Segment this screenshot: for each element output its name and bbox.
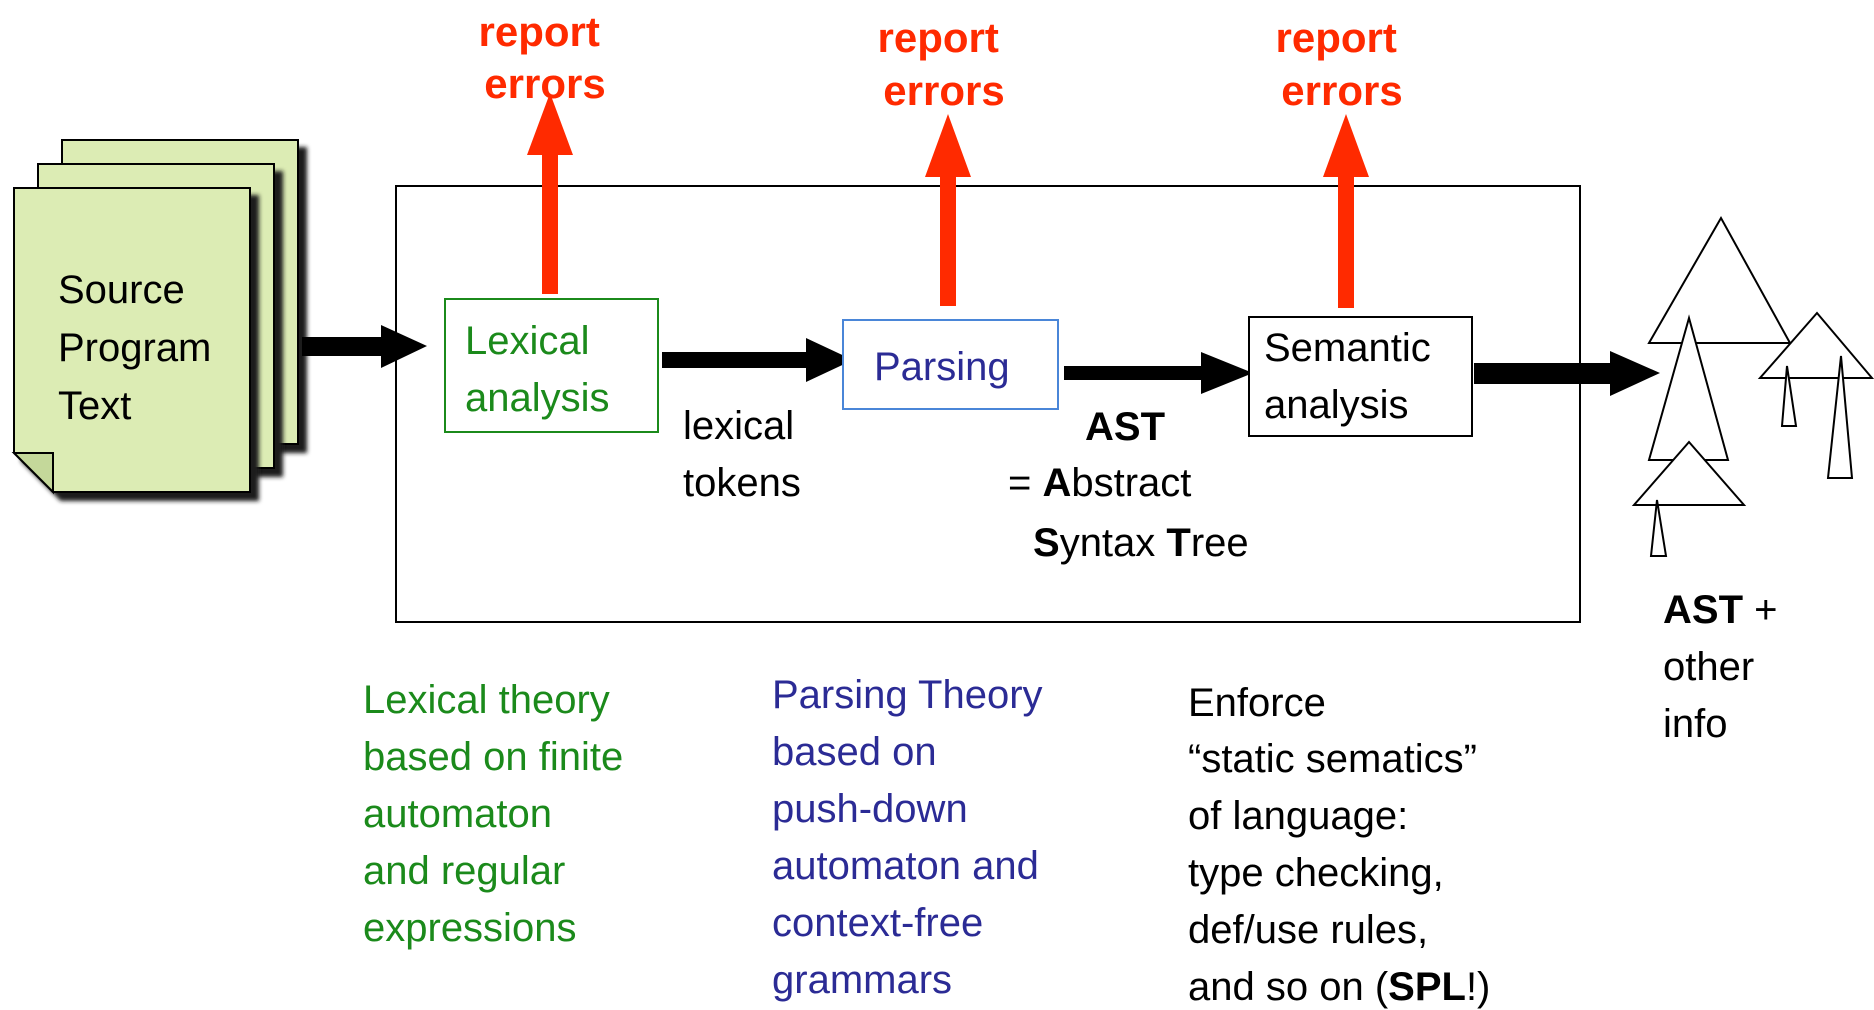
svg-text:AST: AST	[1085, 405, 1165, 449]
tree-bottom-trunk	[1649, 499, 1668, 557]
source-document-stack: Source Program Text	[11, 139, 299, 495]
page-dog-ear	[11, 452, 54, 495]
arrow-source-to-lexical	[302, 325, 427, 368]
error-arrow-lexical	[527, 93, 573, 294]
tree-bottom	[1631, 440, 1747, 506]
lexical-analysis-box	[444, 298, 659, 433]
stage-lexical-analysis: Lexical analysis	[444, 298, 659, 433]
svg-text:Lexical analysis: Lexical analysis	[465, 319, 610, 420]
error-arrow-semantic	[1323, 114, 1369, 308]
lexical-analysis-label-line1: Lexical	[465, 319, 590, 363]
lexical-analysis-label-line2: analysis	[465, 376, 610, 420]
parsing-theory-description: Parsing Theory based on push-down automa…	[772, 673, 1054, 1002]
stage-semantic-analysis: Semantic analysis	[1248, 316, 1473, 437]
lexical-theory-description: Lexical theory based on finite automaton…	[363, 678, 634, 950]
svg-text:Semantic analysis: Semantic analysis	[1264, 326, 1442, 427]
flow-arrows	[302, 325, 1660, 396]
output-label: AST + other info	[1663, 588, 1789, 746]
page-front	[13, 187, 251, 493]
semantic-analysis-label-line1: Semantic	[1264, 326, 1431, 370]
arrow-lexical-to-parsing	[662, 338, 853, 382]
svg-text:= Abstract: = Abstract	[1008, 461, 1191, 505]
ast-definition-label: AST = Abstract Syntax Tree	[1008, 405, 1249, 565]
semantic-description: Enforce “static sematics” of language: t…	[1188, 681, 1490, 1009]
tree-right	[1757, 311, 1874, 379]
tree-small-trunk	[1780, 365, 1798, 427]
error-arrows	[527, 93, 1369, 308]
tree-right-trunk	[1826, 355, 1854, 479]
lexical-tokens-label: lexical tokens	[683, 404, 805, 505]
semantic-analysis-box	[1248, 316, 1473, 437]
report-errors-label-semantic: report errors	[1275, 14, 1408, 114]
error-arrow-parsing	[925, 114, 971, 306]
parsing-box	[842, 319, 1059, 410]
svg-text:Syntax Tree: Syntax Tree	[1033, 521, 1249, 565]
frontend-container-box	[395, 185, 1581, 623]
source-label-line1: Source	[58, 268, 185, 312]
report-errors-label-parsing: report errors	[877, 14, 1010, 114]
source-label-line3: Text	[58, 384, 131, 428]
source-label-line2: Program	[58, 326, 211, 370]
parsing-label: Parsing	[874, 345, 1010, 389]
report-errors-label-lexical: report errors	[478, 8, 611, 107]
arrow-parsing-to-semantic	[1064, 352, 1253, 394]
svg-text:Source Program Tex: Source Program Text	[58, 268, 223, 428]
semantic-analysis-label-line2: analysis	[1264, 383, 1409, 427]
tree-big	[1647, 215, 1792, 344]
stage-parsing: Parsing	[842, 319, 1059, 410]
ast-tree-icon	[1631, 215, 1874, 557]
arrow-semantic-to-output	[1474, 351, 1660, 396]
